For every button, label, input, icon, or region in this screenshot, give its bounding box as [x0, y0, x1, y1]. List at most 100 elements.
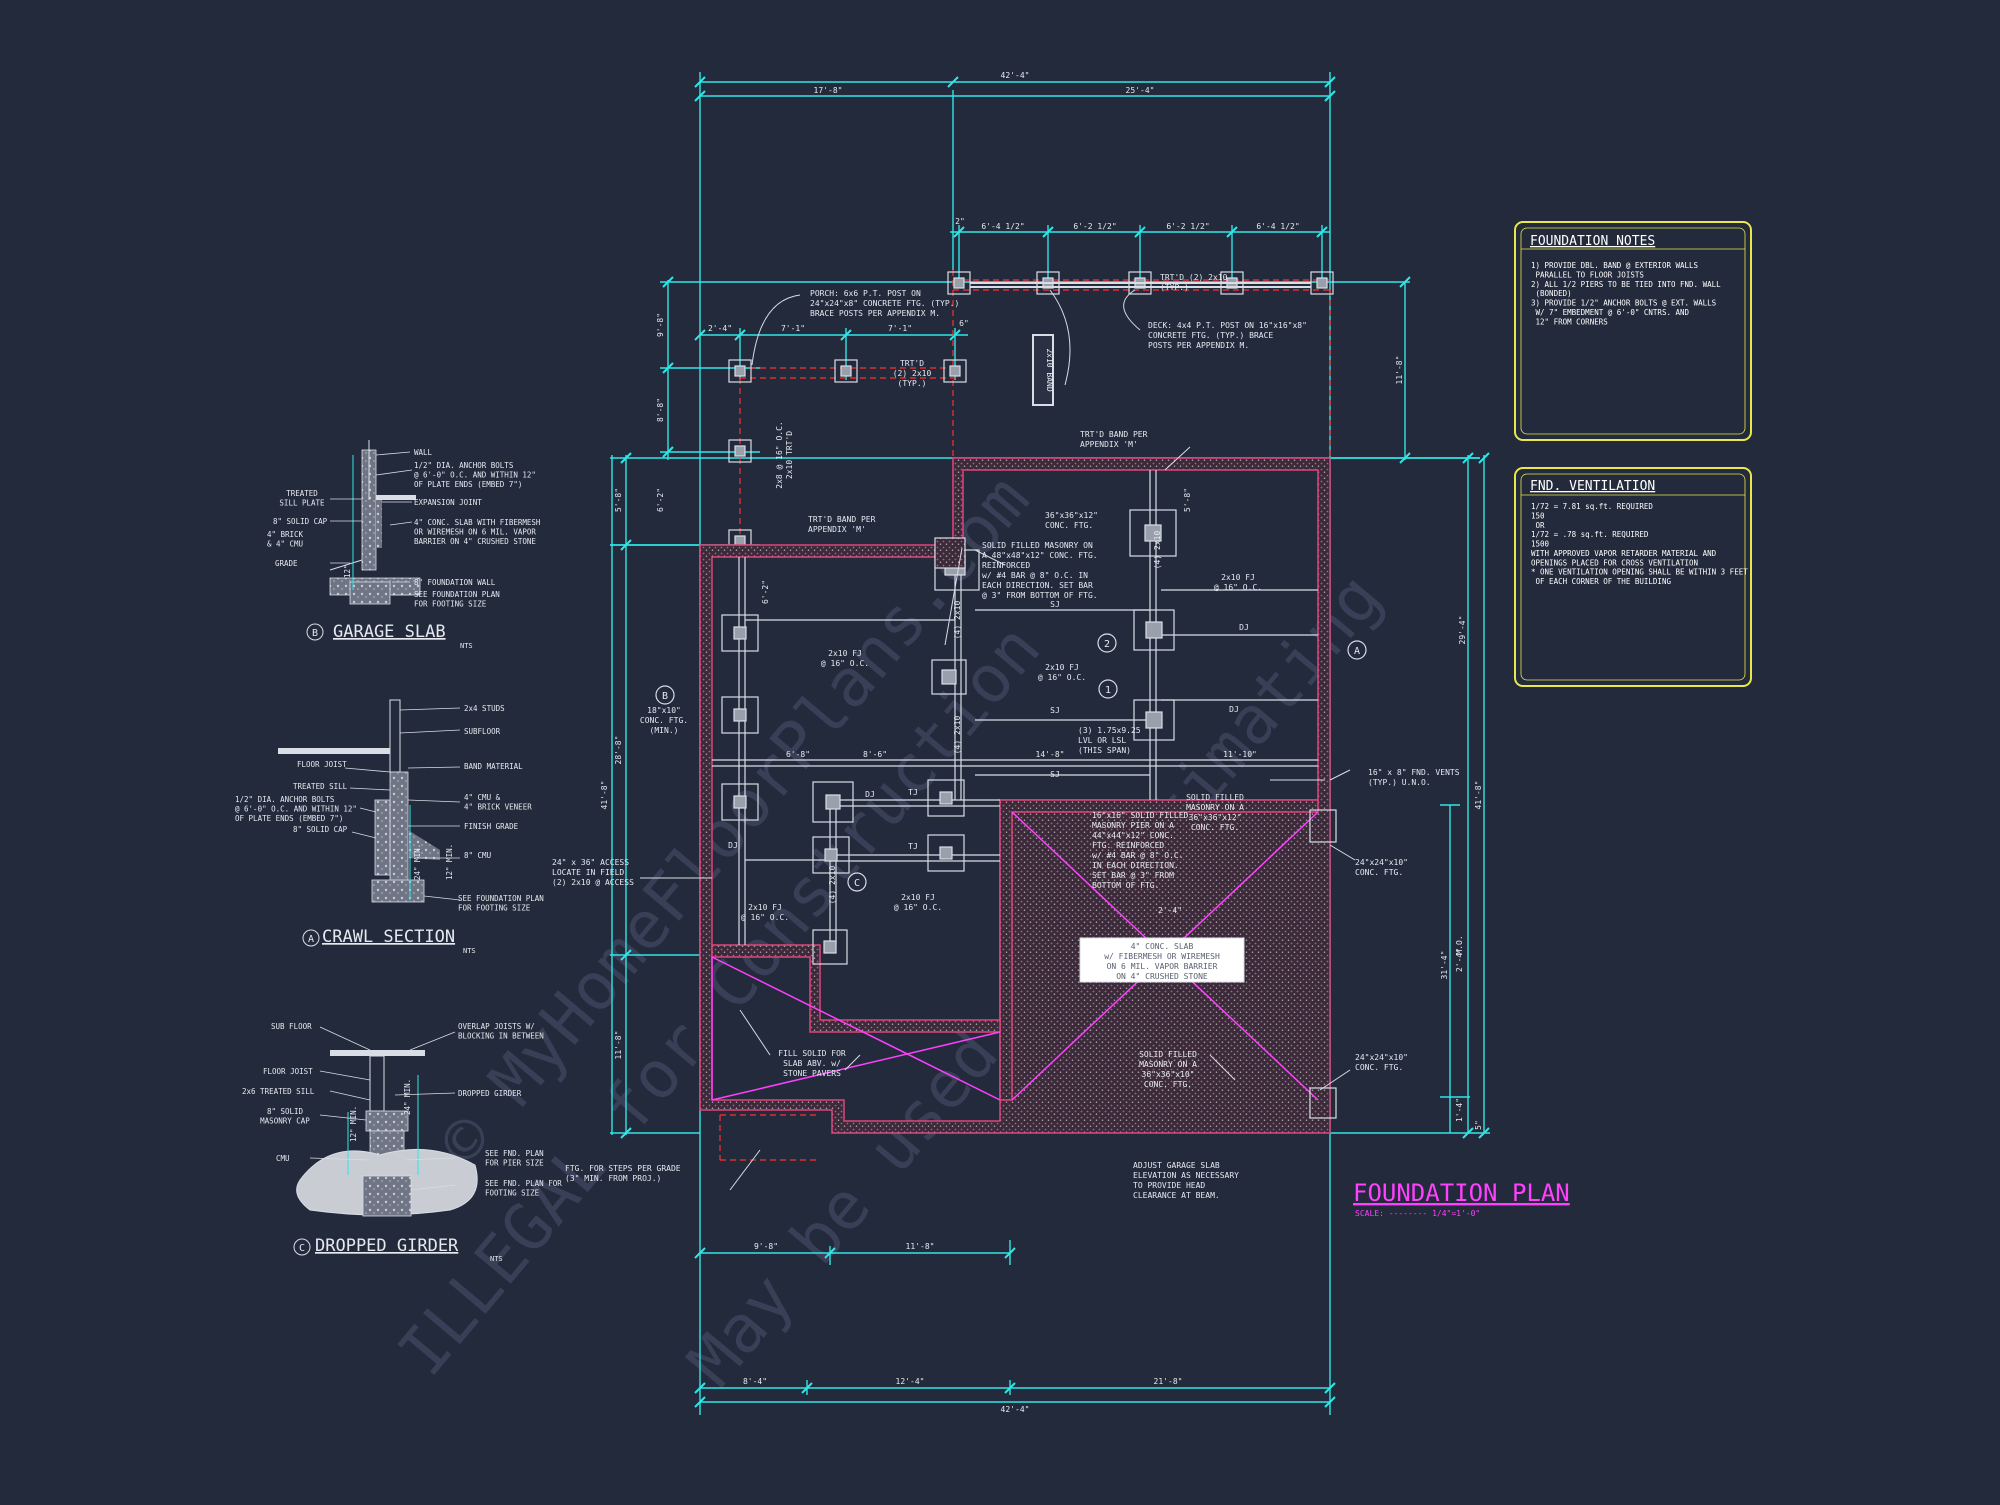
dimension-texts: 42'-4" 17'-8" 25'-4" 6'-4 1/2" 6'-2 1/2"… [600, 71, 1483, 1414]
dim-bottom-overall: 42'-4" [1001, 1405, 1030, 1414]
crawl-cmu: 8" CMU [464, 851, 491, 860]
label-sj3: SJ [1050, 770, 1060, 779]
dim-left-1: 9'-8" [656, 313, 665, 337]
girder-overlap: OVERLAP JOISTS W/BLOCKING IN BETWEEN [458, 1022, 544, 1040]
dim-int-4: 14'-8" [1036, 750, 1065, 759]
label-dj1: DJ [1239, 623, 1249, 632]
ventilation-title: FND. VENTILATION [1530, 479, 1655, 494]
dim-deck-4: 6'-4 1/2" [1256, 222, 1299, 231]
label-b2x10-2: (4) 2x10 [953, 716, 962, 755]
garage-brick: 4" BRICK& 4" CMU [267, 530, 304, 548]
label-dj2: DJ [1229, 705, 1239, 714]
garage-anchor: 1/2" DIA. ANCHOR BOLTS@ 6'-0" O.C. AND W… [414, 461, 536, 489]
dim-deck-2in: 2" [955, 217, 965, 226]
leader-lines [640, 289, 1356, 1191]
porch-deck-outline [719, 270, 1331, 1161]
label-ftg-24b: 24"x24"x10"CONC. FTG. [1355, 1053, 1408, 1072]
label-fj-1: 2x10 FJ@ 16" O.C. [1214, 573, 1262, 592]
dim-int-6: 5'-8" [1183, 488, 1192, 512]
crawl-min: 12" MIN. [445, 844, 454, 880]
dim-left-4: 5'-8" [614, 488, 623, 512]
crawl-band: BAND MATERIAL [464, 762, 523, 771]
garage-title: GARAGE SLAB [333, 622, 446, 642]
label-fj-4: 2x10 FJ@ 16" O.C. [741, 903, 789, 922]
dim-int-5: 11'-10" [1223, 750, 1257, 759]
label-vents: 16" x 8" FND. VENTS(TYP.) U.N.O. [1368, 768, 1460, 787]
callout-2: 2 [1104, 639, 1110, 650]
dim-int-7: 2'-4" [1158, 906, 1182, 915]
girder-sill: 2x6 TREATED SILL [242, 1087, 315, 1096]
label-tj2: TJ [908, 842, 918, 851]
fnd-ventilation-panel: FND. VENTILATION 1/72 = 7.81 sq.ft. REQU… [1514, 467, 1752, 687]
dim-top-left: 17'-8" [814, 86, 843, 95]
detail-crawl-section: A CRAWL SECTION NTS 2x4 STUDS SUBFLOOR F… [235, 699, 544, 955]
crawl-subfloor: SUBFLOOR [464, 727, 501, 736]
label-sj2: SJ [1050, 706, 1060, 715]
dim-bottom-4: 12'-4" [896, 1377, 925, 1386]
dim-right-6: 5" [1474, 1120, 1483, 1130]
dim-left-2: 8'-8" [656, 398, 665, 422]
garage-cap: 8" SOLID CAP [273, 517, 328, 526]
crawl-title: CRAWL SECTION [322, 927, 455, 947]
label-fj-2: 2x10 FJ@ 16" O.C. [1038, 663, 1086, 682]
girder-cmu: CMU [276, 1154, 290, 1163]
callout-a: A [1354, 646, 1360, 657]
crawl-min24: 24" MIN. [413, 844, 422, 880]
dim-deck-1: 6'-4 1/2" [981, 222, 1024, 231]
label-dj3: DJ [728, 841, 738, 850]
notes-body: 1) PROVIDE DBL. BAND @ EXTERIOR WALLS PA… [1531, 261, 1721, 326]
callout-1: 1 [1105, 685, 1111, 696]
crawl-cap: 8" SOLID CAP [293, 825, 348, 834]
garage-expansion: EXPANSION JOINT [414, 498, 482, 507]
crawl-anchor: 1/2" DIA. ANCHOR BOLTS@ 6'-0" O.C. AND W… [235, 795, 357, 823]
label-ftg-24a: 24"x24"x10"CONC. FTG. [1355, 858, 1408, 877]
dim-deck-3: 6'-2 1/2" [1166, 222, 1209, 231]
label-sj1: SJ [1050, 600, 1060, 609]
garage-grade: GRADE [275, 559, 298, 568]
crawl-letter: A [308, 934, 314, 945]
garage-nts: NTS [460, 642, 473, 650]
dim-top-overall: 42'-4" [1001, 71, 1030, 80]
dim-right-top: 11'-8" [1395, 356, 1404, 385]
dim-bottom-1: 9'-8" [754, 1242, 778, 1251]
label-ftg-18: 18"x10"CONC. FTG.(MIN.) [640, 706, 688, 735]
girder-letter: C [299, 1243, 305, 1254]
dim-left-3: 6'-2" [656, 488, 665, 512]
callout-circles [655, 633, 1367, 892]
foundation-notes-panel: FOUNDATION NOTES 1) PROVIDE DBL. BAND @ … [1514, 221, 1752, 441]
label-b2x10-3: (4) 2x10 [1153, 531, 1162, 570]
dim-right-5: 1'-4" [1455, 1098, 1464, 1122]
girder-min24: 24" MIN. [403, 1079, 412, 1115]
plan-scale-text: SCALE: -------- 1/4"=1'-0" [1355, 1209, 1480, 1218]
dim-porch-2: 7'-1" [781, 324, 805, 333]
deck-beam [970, 282, 1311, 406]
dim-right-2: 41'-8" [1474, 781, 1483, 810]
dim-left-6: 41'-8" [600, 781, 609, 810]
label-fj-5: 2x10 FJ@ 16" O.C. [894, 893, 942, 912]
dim-right-3: 31'-4" [1440, 951, 1449, 980]
garage-dim12: 12" [343, 564, 352, 578]
dim-porch-4: 6" [959, 319, 969, 328]
girder-nts: NTS [490, 1255, 503, 1263]
girder-title: DROPPED GIRDER [315, 1236, 459, 1256]
garage-wall: WALL [414, 448, 433, 457]
detail-dropped-girder: C DROPPED GIRDER NTS SUB FLOOR OVERLAP J… [242, 1022, 562, 1263]
dim-porch-1: 2'-4" [708, 324, 732, 333]
detail-garage-slab: B GARAGE SLAB NTS WALL 1/2" DIA. ANCHOR … [267, 440, 541, 650]
